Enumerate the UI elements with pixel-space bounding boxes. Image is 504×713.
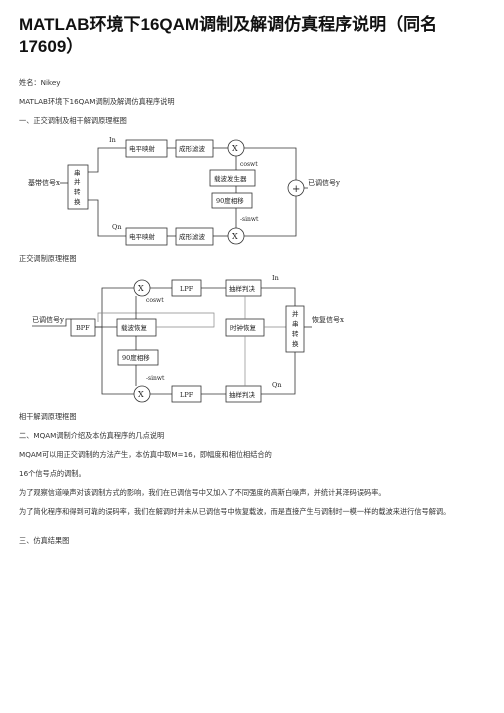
section-heading-2: 二、MQAM调制介绍及本仿真程序的几点说明 bbox=[19, 431, 165, 440]
mod-adder-symbol: + bbox=[292, 184, 300, 195]
mod-sp-block: 串 并 转 换 bbox=[67, 164, 89, 210]
mod-multiplier-i-symbol: X bbox=[232, 144, 238, 153]
mod-pulse-shape-q bbox=[175, 227, 214, 246]
mod-cos-label: coswt bbox=[240, 161, 258, 168]
section-heading-1: 一、正交调制及相干解调原理框图 bbox=[19, 116, 127, 125]
demod-lpf-i-label: LPF bbox=[180, 285, 194, 293]
mod-branch-q-label: Qn bbox=[112, 223, 122, 231]
demod-sample-decide-q-label: 抽样判决 bbox=[229, 390, 256, 399]
mod-level-map-i bbox=[125, 139, 168, 158]
mod-pulse-shape-q-label: 成形滤波 bbox=[179, 232, 206, 241]
mod-level-map-q-label: 电平映射 bbox=[129, 232, 156, 241]
subtitle-line: MATLAB环境下16QAM调制及解调仿真程序说明 bbox=[19, 97, 175, 106]
mod-sp-char-4: 换 bbox=[74, 197, 81, 206]
mod-phase-shift bbox=[211, 192, 253, 209]
page-title: MATLAB环境下16QAM调制及解调仿真程序说明（同名17609） bbox=[19, 15, 438, 56]
mod-sp-char-3: 转 bbox=[74, 187, 81, 196]
demod-cos-label: coswt bbox=[146, 297, 164, 304]
mod-sp-char-1: 串 bbox=[74, 169, 81, 177]
demod-ps-char-1: 并 bbox=[292, 309, 299, 318]
demod-multiplier-q-symbol: X bbox=[138, 390, 144, 399]
demod-output-label: 恢复信号x bbox=[312, 315, 344, 324]
demod-lpf-q-label: LPF bbox=[180, 391, 194, 399]
mod-sp-char-2: 并 bbox=[74, 177, 81, 186]
paragraph-3: 为了简化程序和得到可靠的误码率，我们在解调时并未从已调信号中恢复载波，而是直接产… bbox=[19, 507, 451, 516]
demod-branch-q-label: Qn bbox=[272, 381, 282, 389]
mod-multiplier-q-symbol: X bbox=[232, 232, 238, 241]
mod-level-map-i-label: 电平映射 bbox=[129, 144, 156, 153]
mod-carrier-generator-label: 载波发生器 bbox=[214, 174, 247, 183]
mod-branch-i-label: In bbox=[109, 136, 116, 144]
demod-input-label: 已调信号y bbox=[32, 315, 64, 324]
mod-output-label: 已调信号y bbox=[308, 178, 340, 187]
demod-ps-char-3: 转 bbox=[292, 329, 299, 338]
demod-sin-label: -sinwt bbox=[146, 375, 165, 382]
demod-carrier-recovery-label: 载波恢复 bbox=[121, 323, 148, 332]
demod-bpf bbox=[70, 318, 96, 337]
caption-demodulation: 相干解调原理框图 bbox=[19, 412, 77, 421]
demod-multiplier-i-symbol: X bbox=[138, 284, 144, 293]
mod-pulse-shape-i bbox=[175, 139, 214, 158]
demod-ps-char-4: 换 bbox=[292, 339, 299, 348]
demod-ps-char-2: 串 bbox=[292, 320, 299, 328]
paragraph-2: 为了观察信道噪声对该调制方式的影响，我们在已调信号中又加入了不同强度的高斯白噪声… bbox=[19, 488, 386, 497]
demod-clock-recovery-label: 时钟恢复 bbox=[230, 323, 257, 332]
svg-text:基带信号x: 基带信号x bbox=[28, 178, 60, 187]
paragraph-1-line-1: MQAM可以用正交调制的方法产生，本仿真中取M=16，即幅度和相位相结合的 bbox=[19, 450, 272, 459]
mod-sin-label: -sinwt bbox=[240, 216, 259, 223]
section-heading-3: 三、仿真结果图 bbox=[19, 536, 70, 545]
demod-sample-decide-i-label: 抽样判决 bbox=[229, 284, 256, 293]
paragraph-1-line-2: 16个信号点的调制。 bbox=[19, 469, 86, 478]
mod-input-label: 基带信号x bbox=[28, 178, 60, 187]
demod-carrier-recovery bbox=[116, 318, 157, 337]
demod-branch-i-label: In bbox=[272, 274, 279, 282]
demod-bpf-label: BPF bbox=[76, 324, 90, 332]
demod-phase-shift bbox=[117, 349, 159, 366]
caption-modulation: 正交调制原理框图 bbox=[19, 254, 77, 263]
demod-ps-block bbox=[285, 305, 305, 353]
mod-phase-shift-label: 90度相移 bbox=[216, 196, 244, 205]
mod-level-map-q bbox=[125, 227, 168, 246]
author-line: 姓名：Nikey bbox=[19, 78, 61, 87]
demod-phase-shift-label: 90度相移 bbox=[122, 353, 150, 362]
mod-carrier-generator bbox=[209, 169, 256, 187]
mod-pulse-shape-i-label: 成形滤波 bbox=[179, 144, 206, 153]
